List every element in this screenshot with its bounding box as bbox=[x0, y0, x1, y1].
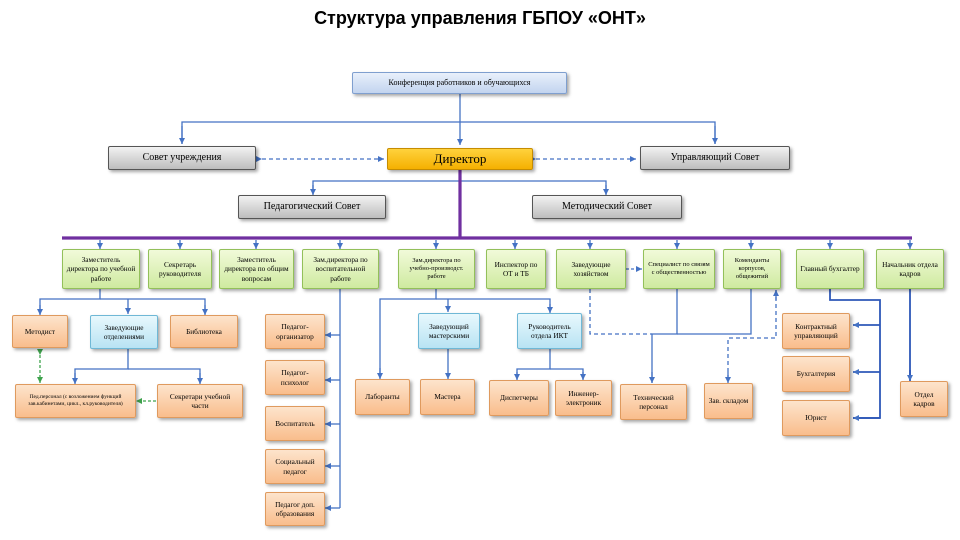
methodist-box: Методист bbox=[12, 315, 68, 348]
ict-head-box: Руководитель отдела ИКТ bbox=[517, 313, 582, 349]
chief-accountant-box: Главный бухгалтер bbox=[796, 249, 864, 289]
warehouse-head-box: Зав. складом bbox=[704, 383, 753, 419]
commandants-box: Коменданты корпусов, общежитий bbox=[723, 249, 781, 289]
page-title: Структура управления ГБПОУ «ОНТ» bbox=[314, 8, 646, 28]
deputy-educational-box: Зам.директора по воспитательной работе bbox=[302, 249, 379, 289]
deputy-academic-box: Заместитель директора по учебной работе bbox=[62, 249, 140, 289]
lawyer-box: Юрист bbox=[782, 400, 850, 436]
director-box: Директор bbox=[387, 148, 533, 170]
engineer-electronics-box: Инженер-электроник bbox=[555, 380, 612, 416]
accounting-box: Бухгалтерия bbox=[782, 356, 850, 392]
safety-inspector-box: Инспектор по ОТ и ТБ bbox=[486, 249, 546, 289]
library-box: Библиотека bbox=[170, 315, 238, 348]
conference-box: Конференция работников и обучающихся bbox=[352, 72, 567, 94]
laboratory-assistants-box: Лаборанты bbox=[355, 379, 410, 415]
technical-staff-box: Технический персонал bbox=[620, 384, 687, 420]
workshop-head-box: Заведующий мастерскими bbox=[418, 313, 480, 349]
department-heads-box: Заведующие отделениями bbox=[90, 315, 158, 349]
masters-box: Мастера bbox=[420, 379, 475, 415]
hr-head-box: Начальник отдела кадров bbox=[876, 249, 944, 289]
additional-ed-teacher-box: Педагог доп. образования bbox=[265, 492, 325, 526]
methodical-council-box: Методический Совет bbox=[532, 195, 682, 219]
study-secretaries-box: Секретари учебной части bbox=[157, 384, 243, 418]
pr-specialist-box: Специалист по связям с общественностью bbox=[643, 249, 715, 289]
social-teacher-box: Социальный педагог bbox=[265, 449, 325, 484]
hr-department-box: Отдел кадров bbox=[900, 381, 948, 417]
housekeeping-head-box: Заведующие хозяйством bbox=[556, 249, 626, 289]
pedagogical-council-box: Педагогический Совет bbox=[238, 195, 386, 219]
tutor-box: Воспитатель bbox=[265, 406, 325, 441]
deputy-general-box: Заместитель директора по общим вопросам bbox=[219, 249, 294, 289]
psychologist-teacher-box: Педагог-психолог bbox=[265, 360, 325, 395]
organizer-teacher-box: Педагог-организатор bbox=[265, 314, 325, 349]
director-secretary-box: Секретарь руководителя bbox=[148, 249, 212, 289]
teaching-staff-box: Пед.персонал (с возложением функций зав.… bbox=[15, 384, 136, 418]
dispatchers-box: Диспетчеры bbox=[489, 380, 549, 416]
institution-council-box: Совет учреждения bbox=[108, 146, 256, 170]
contract-manager-box: Контрактный управляющий bbox=[782, 313, 850, 349]
deputy-production-box: Зам.директора по учебно-производст. рабо… bbox=[398, 249, 475, 289]
governing-council-box: Управляющий Совет bbox=[640, 146, 790, 170]
